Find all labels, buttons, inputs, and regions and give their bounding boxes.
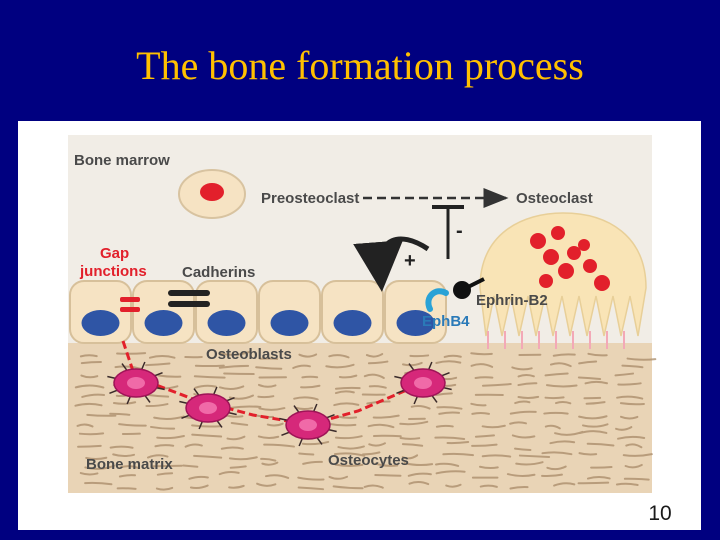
preosteoclast-label: Preosteoclast — [261, 190, 359, 207]
bone-matrix-region — [68, 343, 657, 493]
plus-sign: + — [404, 250, 416, 272]
osteocyte-cell — [279, 403, 337, 447]
slide-title: The bone formation process — [136, 43, 584, 88]
osteoblast-layer — [69, 280, 447, 344]
ephrin-b2-label: Ephrin-B2 — [476, 292, 548, 309]
osteoclast-cell — [479, 212, 647, 349]
cadherins-label: Cadherins — [182, 264, 255, 281]
osteocyte-cell — [107, 361, 165, 405]
osteoblast-nucleus — [396, 310, 435, 336]
osteoblasts-label: Osteoblasts — [206, 346, 292, 363]
osteocyte-network — [107, 340, 452, 447]
osteoblast-nucleus — [333, 310, 372, 336]
ephrin-ephb4-interaction — [353, 205, 485, 312]
osteoblast-nucleus — [270, 310, 309, 336]
osteoblast-nucleus — [81, 310, 120, 336]
osteocyte-cell — [394, 361, 452, 405]
cadherin-symbol — [168, 290, 210, 307]
osteoblast-nucleus — [144, 310, 183, 336]
osteoclast-label: Osteoclast — [516, 190, 593, 207]
preosteoclast-cell — [178, 169, 246, 219]
minus-sign: - — [456, 220, 463, 242]
bone-matrix-label: Bone matrix — [86, 456, 173, 473]
bone-marrow-label: Bone marrow — [74, 152, 170, 169]
osteocytes-label: Osteocytes — [328, 452, 409, 469]
osteoblast-nucleus — [207, 310, 246, 336]
ephb4-label: EphB4 — [422, 313, 470, 330]
bone-formation-diagram: Bone marrow Preosteoclast Osteoclast Gap… — [18, 121, 701, 530]
osteocyte-cell — [179, 386, 237, 430]
page-number: 10 — [648, 502, 672, 525]
gap-junction-symbol — [120, 297, 140, 312]
gap-junctions-label: Gap junctions — [79, 245, 147, 280]
